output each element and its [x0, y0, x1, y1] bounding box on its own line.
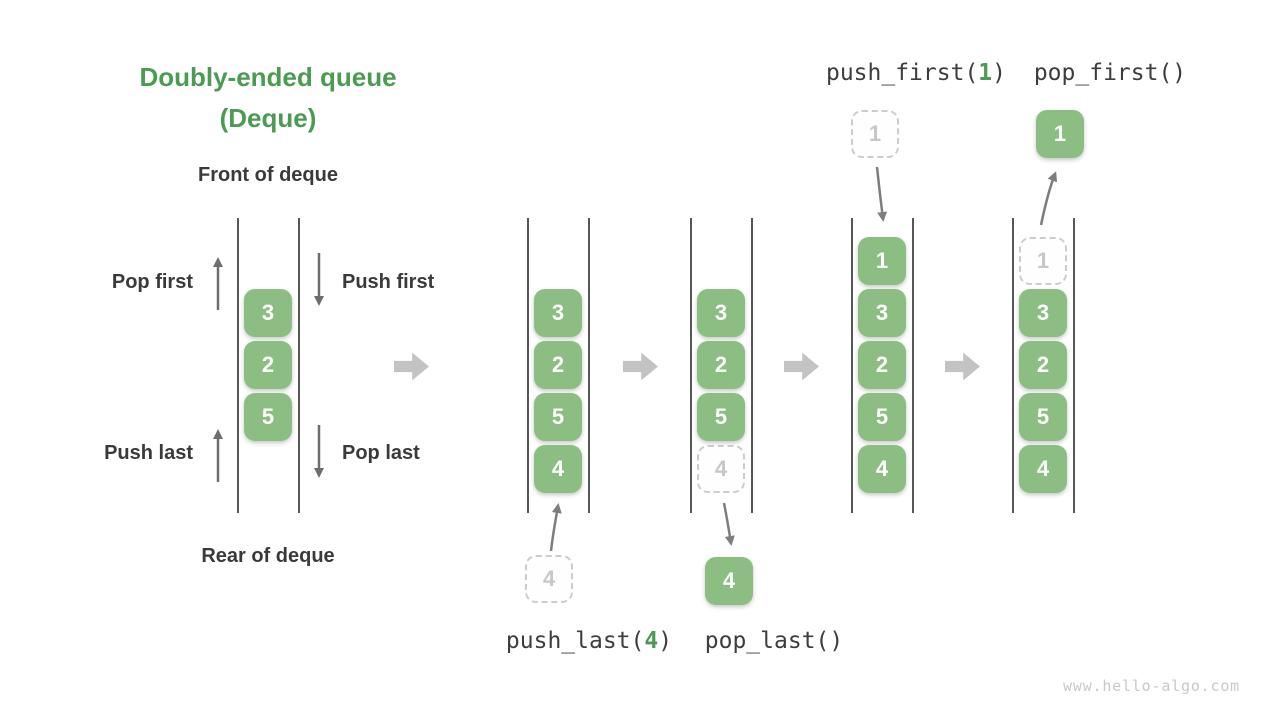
watermark: www.hello-algo.com — [1063, 677, 1240, 695]
removed-element-ghost: 1 — [1019, 237, 1067, 285]
push-last-code-label: push_last(4) — [506, 628, 672, 654]
deque-cell: 3 — [244, 289, 292, 337]
popped-element: 4 — [705, 557, 753, 605]
deque-cell: 4 — [1019, 445, 1067, 493]
flow-arrow-icon — [394, 352, 429, 381]
deque-cell: 2 — [697, 341, 745, 389]
popped-element: 1 — [1036, 110, 1084, 158]
removed-element-ghost: 4 — [697, 445, 745, 493]
incoming-element-ghost: 1 — [851, 110, 899, 158]
deque-cell: 3 — [1019, 289, 1067, 337]
deque-cell: 5 — [697, 393, 745, 441]
code-arg: 1 — [978, 60, 993, 86]
code-arg: 4 — [644, 628, 659, 654]
flow-arrow-icon — [623, 352, 658, 381]
diagram-title: Doubly-ended queue (Deque) — [98, 57, 438, 139]
pop-last-label: Pop last — [342, 442, 420, 464]
deque-cell: 5 — [244, 393, 292, 441]
pop-first-code-label: pop_first() — [1033, 60, 1187, 86]
deque-cell: 1 — [858, 237, 906, 285]
code-text: ) — [992, 60, 1007, 86]
deque-cell: 3 — [858, 289, 906, 337]
deque-wall-line — [751, 218, 753, 513]
flow-arrow-icon — [945, 352, 980, 381]
deque-cell: 5 — [1019, 393, 1067, 441]
deque-wall-line — [237, 218, 239, 513]
pop-last-code-label: pop_last() — [704, 628, 844, 654]
deque-cell: 5 — [858, 393, 906, 441]
deque-cell: 2 — [1019, 341, 1067, 389]
deque-cell: 3 — [534, 289, 582, 337]
push-first-label: Push first — [342, 271, 435, 293]
deque-cell: 4 — [534, 445, 582, 493]
deque-wall-line — [690, 218, 692, 513]
rear-of-deque-label: Rear of deque — [201, 545, 335, 567]
deque-wall-line — [588, 218, 590, 513]
deque-wall-line — [298, 218, 300, 513]
deque-wall-line — [912, 218, 914, 513]
deque-wall-line — [1012, 218, 1014, 513]
incoming-element-ghost: 4 — [525, 555, 573, 603]
title-line-1: Doubly-ended queue — [139, 62, 397, 92]
pop-first-label: Pop first — [111, 271, 193, 293]
title-line-2: (Deque) — [219, 103, 317, 133]
deque-wall-line — [1073, 218, 1075, 513]
push-last-move-arrow-icon — [549, 503, 562, 552]
code-text: push_last( — [505, 628, 645, 654]
pop-first-move-arrow-icon — [1039, 171, 1058, 226]
front-of-deque-label: Front of deque — [198, 164, 338, 186]
deque-cell: 5 — [534, 393, 582, 441]
code-text: ) — [658, 628, 673, 654]
deque-cell: 2 — [858, 341, 906, 389]
pop-last-move-arrow-icon — [722, 502, 735, 546]
push-last-label: Push last — [104, 442, 193, 464]
deque-cell: 4 — [858, 445, 906, 493]
flow-arrow-icon — [784, 352, 819, 381]
deque-cell: 3 — [697, 289, 745, 337]
code-text: push_first( — [825, 60, 979, 86]
deque-cell: 2 — [244, 341, 292, 389]
deque-wall-line — [527, 218, 529, 513]
deque-wall-line — [851, 218, 853, 513]
push-first-move-arrow-icon — [875, 166, 888, 222]
deque-cell: 2 — [534, 341, 582, 389]
push-first-code-label: push_first(1) — [826, 60, 1006, 86]
